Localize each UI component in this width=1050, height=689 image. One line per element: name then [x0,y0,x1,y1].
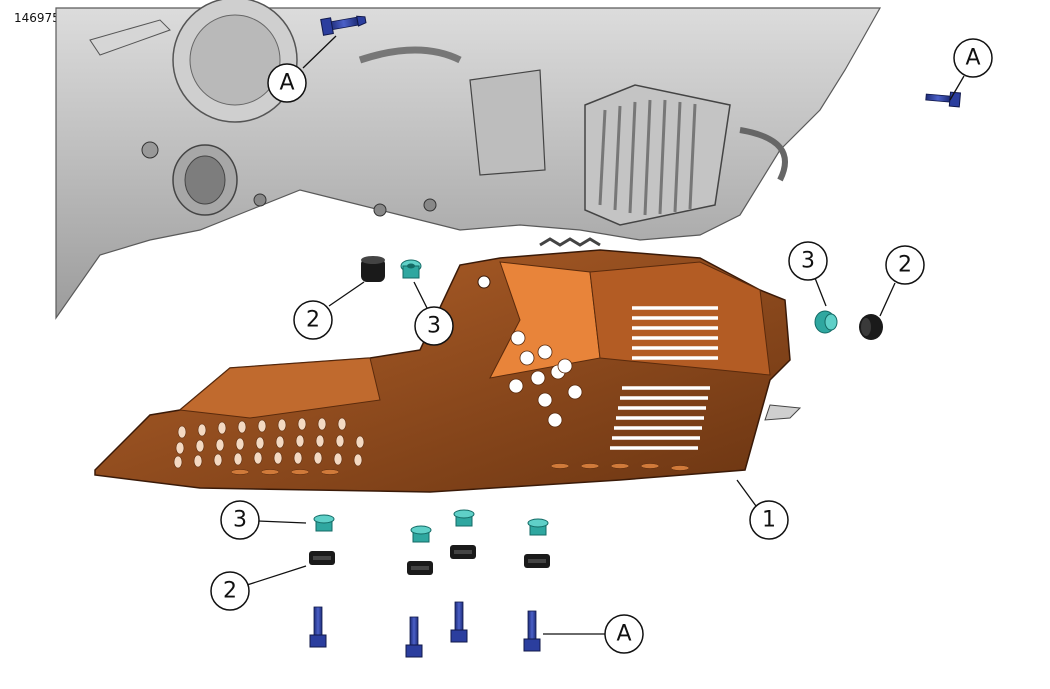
spacer-bottom-4 [527,518,549,536]
spacer-bottom-3 [453,509,475,527]
grommet-bottom-1 [309,551,335,565]
spacer-bottom-2 [410,525,432,543]
grommet-bottom-2 [407,561,433,575]
louvers-upper [632,306,718,360]
bolt-right [925,91,962,108]
callout-A-bottom: A [604,614,644,654]
spacer-bottom-1 [313,514,335,532]
grommet-right [859,314,883,340]
callout-2-left: 2 [293,300,333,340]
callout-2-bottom-label: 2 [223,579,237,604]
callout-3-left: 3 [414,306,454,346]
louvers-lower [610,386,710,450]
callout-2-right: 2 [885,245,925,285]
bottom-slots [230,463,690,475]
spacer-left [400,259,422,279]
callout-3-right: 3 [788,241,828,281]
bolt-bottom-3 [450,601,468,643]
callout-3-left-label: 3 [427,314,441,339]
figure-id: 1469755 [14,11,68,25]
callout-A-top: A [267,63,307,103]
callout-3-bottom: 3 [220,500,260,540]
callout-3-bottom-label: 3 [233,508,247,533]
leader-lines [246,35,965,635]
callout-A-bottom-label: A [616,622,631,647]
bolt-bottom-1 [309,606,327,648]
callout-A-right-label: A [965,46,980,71]
regulator-box [584,84,731,226]
grommet-left [361,256,385,282]
grommet-bottom-4 [524,554,550,568]
callout-1-label: 1 [762,508,776,533]
grommet-bottom-3 [450,545,476,559]
callout-1: 1 [749,500,789,540]
engine-assembly [55,0,882,320]
callout-2-bottom: 2 [210,571,250,611]
bolt-top [320,15,367,36]
callout-2-left-label: 2 [306,308,320,333]
vent-holes [508,330,583,428]
slot-vents [173,417,365,469]
callout-A-top-label: A [279,71,294,96]
bolt-bottom-2 [405,616,423,658]
spacer-right [814,310,838,334]
callout-2-right-label: 2 [898,253,912,278]
skid-plate [94,249,802,493]
callout-A-right: A [953,38,993,78]
callout-3-right-label: 3 [801,249,815,274]
bolt-bottom-4 [523,610,541,652]
